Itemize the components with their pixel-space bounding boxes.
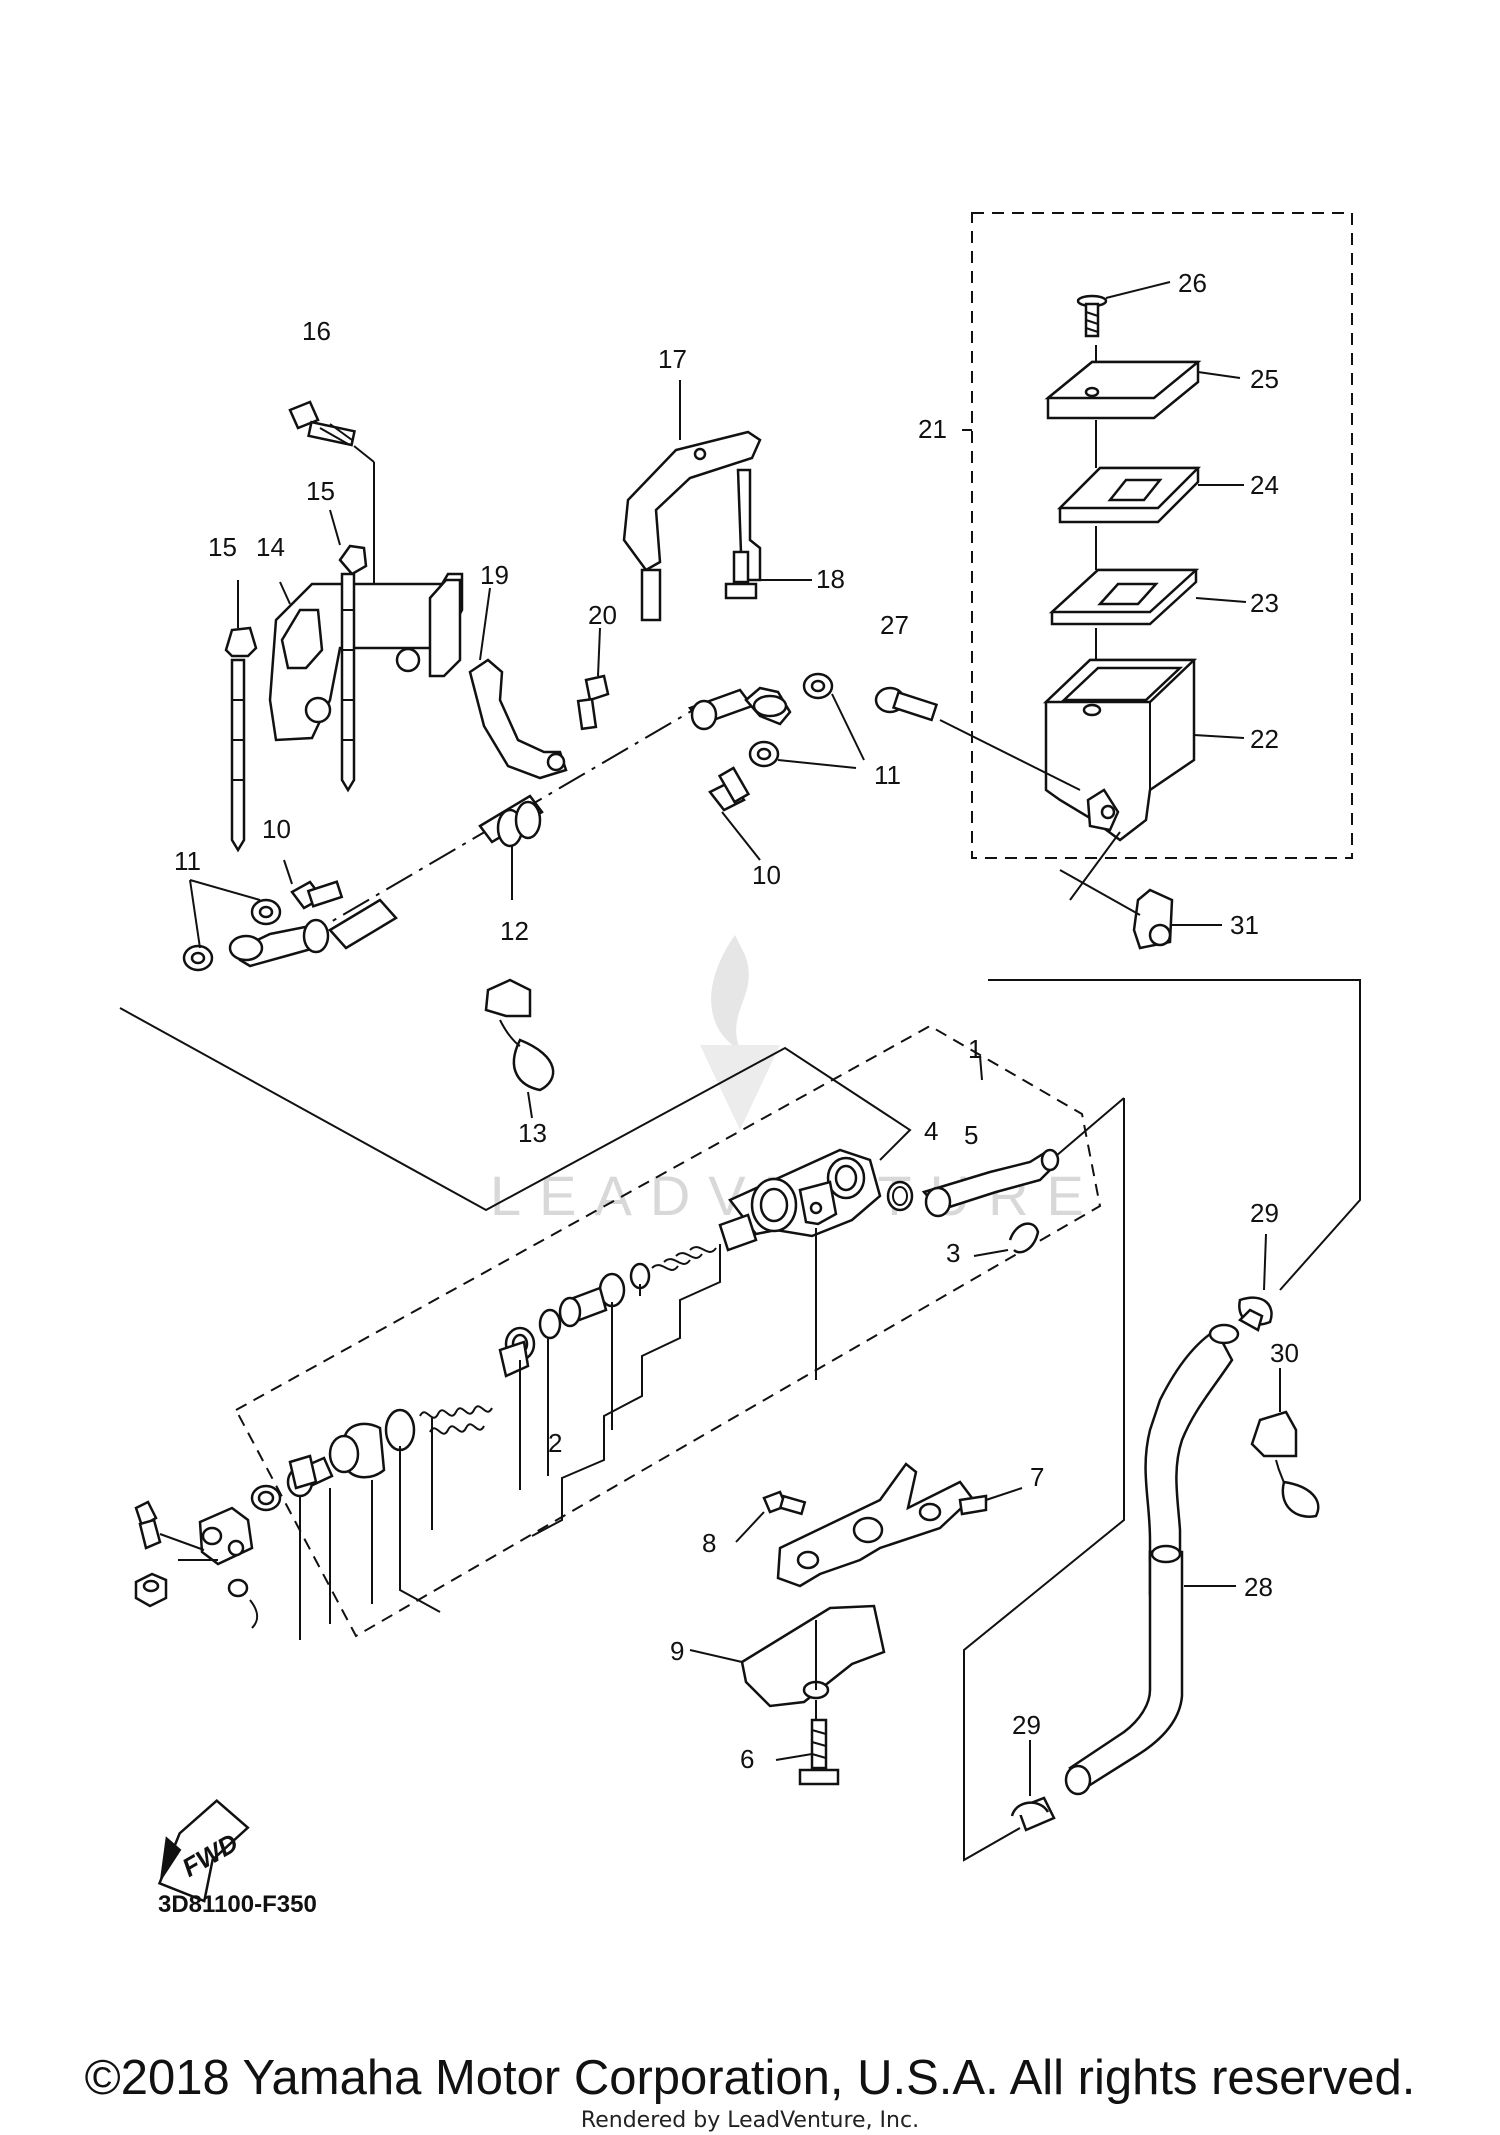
callout-27: 27 <box>880 610 909 640</box>
callout-14: 14 <box>256 532 285 562</box>
part-20-bolt <box>576 627 610 731</box>
callout-29b: 29 <box>1012 1710 1041 1740</box>
part-6-bolt <box>775 1700 840 1786</box>
callout-15b: 15 <box>306 476 335 506</box>
callout-4: 4 <box>924 1116 938 1146</box>
reservoir-hose <box>963 979 1361 1862</box>
callout-1: 1 <box>968 1034 982 1064</box>
diagram-code: 3D81100-F350 <box>158 1891 317 1918</box>
part-7-bracket <box>776 1462 1023 1588</box>
part-22-reservoir <box>1042 345 1245 842</box>
callout-25: 25 <box>1250 364 1279 394</box>
callout-16: 16 <box>302 316 331 346</box>
master-cylinder-assembly <box>119 1007 1125 1786</box>
callout-5: 5 <box>964 1120 978 1150</box>
callout-6: 6 <box>740 1744 754 1774</box>
callout-2: 2 <box>548 1428 562 1458</box>
reservoir-assembly <box>962 212 1353 859</box>
callout-18: 18 <box>816 564 845 594</box>
part-9-guard <box>689 1604 886 1708</box>
callout-13: 13 <box>518 1118 547 1148</box>
part-19-bracket <box>468 587 568 780</box>
callout-30: 30 <box>1270 1338 1299 1368</box>
part-18-bolt <box>724 550 812 600</box>
callout-17: 17 <box>658 344 687 374</box>
callout-19: 19 <box>480 560 509 590</box>
callout-11b: 11 <box>874 760 901 790</box>
part-2-piston-kit <box>286 1213 758 1640</box>
part-8-bolt <box>735 1490 807 1543</box>
part-31-clip <box>1059 831 1222 950</box>
callout-28: 28 <box>1244 1572 1273 1602</box>
callout-15a: 15 <box>208 532 237 562</box>
callout-10a: 10 <box>262 814 291 844</box>
part-25-cap <box>1044 360 1241 420</box>
callout-3: 3 <box>946 1238 960 1268</box>
copyright-notice: ©2018 Yamaha Motor Corporation, U.S.A. A… <box>84 2051 1416 2105</box>
part-23-diaphragm <box>1048 568 1247 626</box>
bracket-assembly <box>224 400 464 853</box>
part-24-plate <box>1056 466 1244 524</box>
callout-31: 31 <box>1230 910 1259 940</box>
part-26-screw <box>1076 281 1171 338</box>
callout-20: 20 <box>588 600 617 630</box>
clevis <box>134 1484 282 1629</box>
part-27-bolt <box>874 686 1081 791</box>
callout-8: 8 <box>702 1528 716 1558</box>
callout-22: 22 <box>1250 724 1279 754</box>
callout-23: 23 <box>1250 588 1279 618</box>
callouts: 1 2 3 4 5 6 7 8 9 10 10 11 11 12 13 14 1… <box>174 268 1299 1774</box>
callout-7: 7 <box>1030 1462 1044 1492</box>
callout-24: 24 <box>1250 470 1279 500</box>
callout-26: 26 <box>1178 268 1207 298</box>
brake-hose <box>182 672 865 1119</box>
callout-12: 12 <box>500 916 529 946</box>
callout-11a: 11 <box>174 846 201 876</box>
callout-29a: 29 <box>1250 1198 1279 1228</box>
callout-21: 21 <box>918 414 947 444</box>
callout-9: 9 <box>670 1636 684 1666</box>
rendered-by-notice: Rendered by LeadVenture, Inc. <box>580 2108 920 2133</box>
callout-10b: 10 <box>752 860 781 890</box>
